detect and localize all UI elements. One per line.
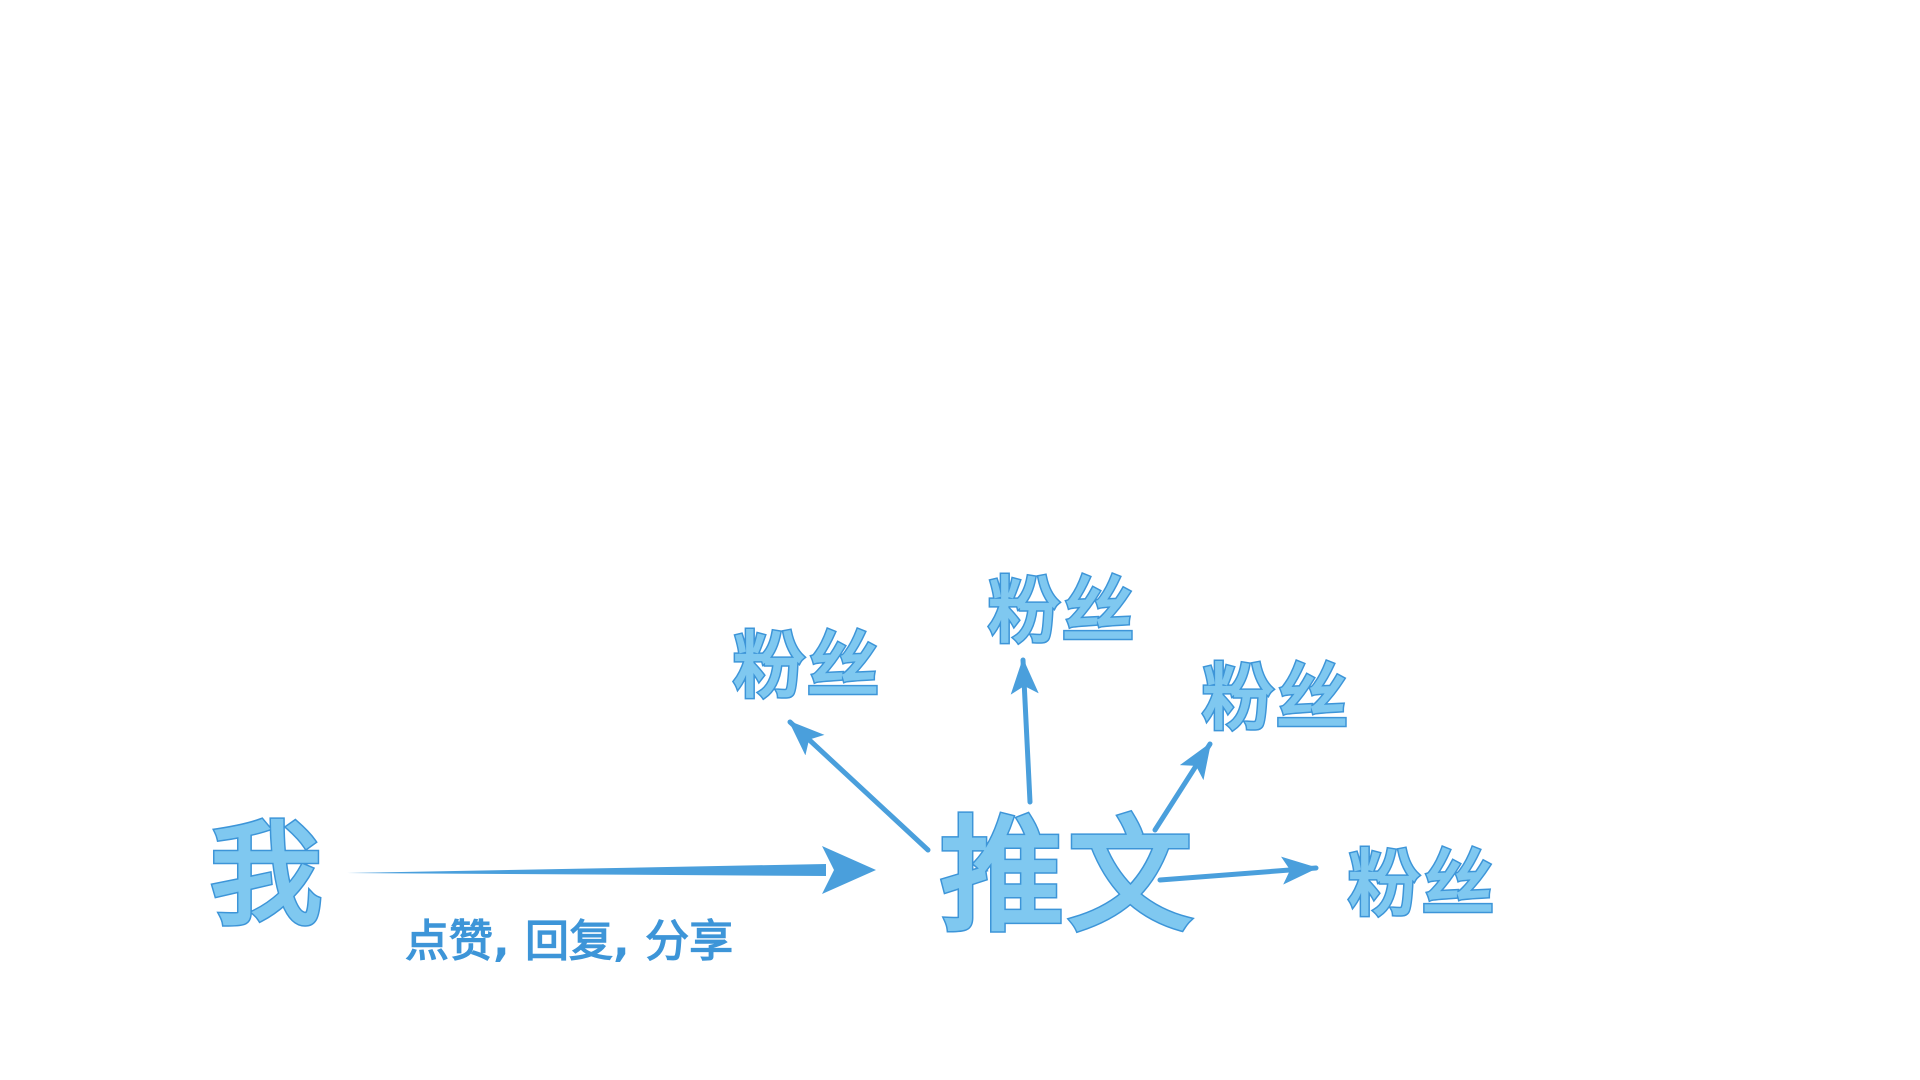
arrow-me-to-tweet	[347, 846, 876, 894]
arrow-tweet-to-fan-4	[1157, 856, 1319, 885]
edge-label-actions: 点赞, 回复, 分享	[405, 916, 734, 967]
arrow-tweet-to-fan-2	[1010, 657, 1039, 805]
node-fan: 粉丝	[731, 624, 882, 708]
node-fan: 粉丝	[986, 569, 1137, 653]
node-fan: 粉丝	[1346, 842, 1497, 926]
node-tweet: 推文	[938, 805, 1197, 949]
node-me: 我	[209, 811, 324, 941]
node-fan: 粉丝	[1200, 656, 1351, 740]
arrow-tweet-to-fan-3	[1152, 741, 1213, 833]
arrow-tweet-to-fan-1	[787, 719, 931, 853]
